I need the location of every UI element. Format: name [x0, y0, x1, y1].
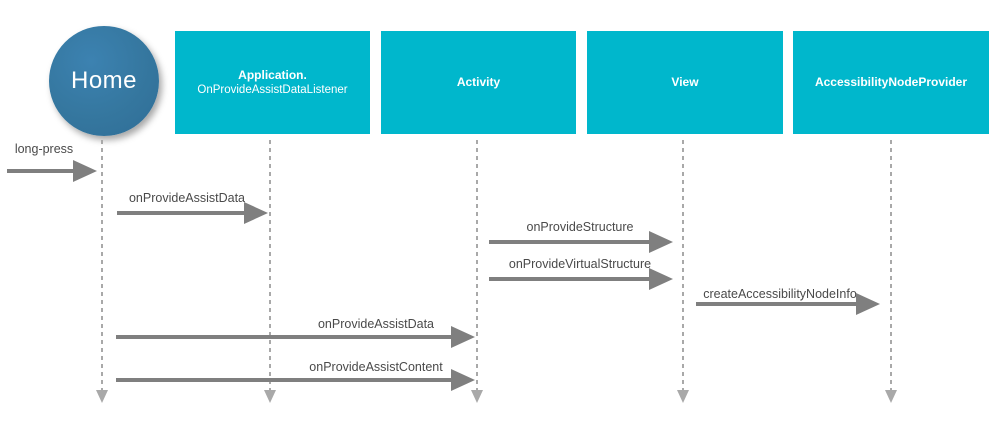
- message-arrow-onprovideassistcontent: [116, 369, 475, 391]
- message-arrow-onprovideassistdata: [117, 202, 268, 224]
- arrow-shaft: [696, 302, 860, 306]
- arrow-shaft: [489, 277, 653, 281]
- participant-subtitle: OnProvideAssistDataListener: [197, 84, 348, 96]
- actor-home: Home: [49, 26, 159, 136]
- message-arrow-createaccessibilitynodeinfo: [696, 293, 880, 315]
- lifeline-home: [101, 140, 103, 390]
- message-label: onProvideAssistContent: [309, 360, 443, 374]
- arrow-shaft: [117, 211, 248, 215]
- arrowhead-right-icon: [73, 160, 97, 182]
- message-label: onProvideAssistData: [317, 317, 435, 331]
- message-arrow-onprovideassistdata-activity: [116, 326, 475, 348]
- participant-box-application: Application. OnProvideAssistDataListener: [175, 31, 370, 134]
- arrowhead-right-icon: [649, 231, 673, 253]
- lifeline-accessibility-node-provider: [890, 140, 892, 390]
- message-label: createAccessibilityNodeInfo: [703, 287, 857, 301]
- lifeline-arrowhead-icon: [264, 390, 276, 403]
- participant-box-activity: Activity: [381, 31, 576, 134]
- arrowhead-right-icon: [451, 369, 475, 391]
- participant-title: Application.: [238, 68, 307, 82]
- lifeline-arrowhead-icon: [677, 390, 689, 403]
- message-label: onProvideVirtualStructure: [508, 257, 652, 271]
- arrowhead-right-icon: [451, 326, 475, 348]
- message-arrow-long-press: [7, 160, 97, 182]
- participant-title: View: [671, 75, 699, 89]
- arrowhead-right-icon: [856, 293, 880, 315]
- participant-title: Activity: [456, 75, 501, 89]
- message-arrow-onprovidevirtualstructure: [489, 268, 673, 290]
- message-arrow-onprovidestructure: [489, 231, 673, 253]
- participant-box-accessibility-node-provider: AccessibilityNodeProvider: [793, 31, 989, 134]
- lifeline-arrowhead-icon: [96, 390, 108, 403]
- message-label: onProvideStructure: [526, 220, 634, 234]
- arrow-shaft: [7, 169, 77, 173]
- arrow-shaft: [116, 335, 455, 339]
- actor-home-label: Home: [70, 67, 138, 94]
- participant-box-view: View: [587, 31, 783, 134]
- arrowhead-right-icon: [244, 202, 268, 224]
- lifeline-application: [269, 140, 271, 390]
- arrow-shaft: [116, 378, 455, 382]
- lifeline-activity: [476, 140, 478, 390]
- message-label: onProvideAssistData: [128, 191, 246, 205]
- message-label: long-press: [14, 142, 74, 156]
- lifeline-view: [682, 140, 684, 390]
- lifeline-arrowhead-icon: [471, 390, 483, 403]
- arrow-shaft: [489, 240, 653, 244]
- lifeline-arrowhead-icon: [885, 390, 897, 403]
- participant-title: AccessibilityNodeProvider: [814, 75, 968, 89]
- arrowhead-right-icon: [649, 268, 673, 290]
